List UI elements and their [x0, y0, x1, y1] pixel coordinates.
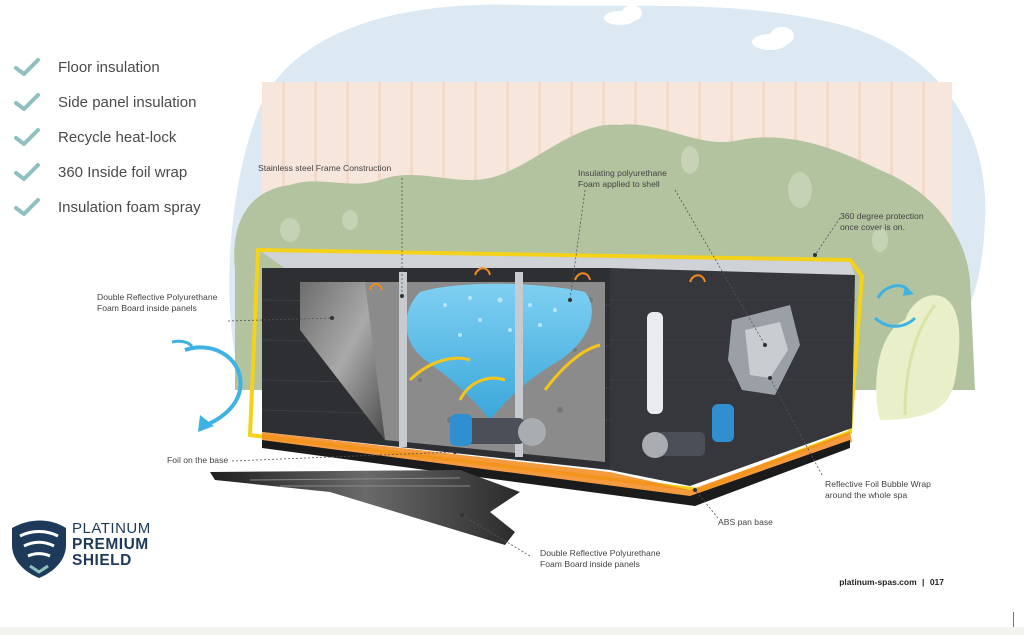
callout-line: Foam applied to shell [578, 179, 660, 189]
callout-line: Double Reflective Polyurethane [540, 548, 661, 558]
leader-foil-base [231, 451, 456, 462]
brand-line-2: PREMIUM [72, 536, 149, 553]
edge-divider [1013, 612, 1014, 629]
leader-board2 [461, 514, 531, 557]
bottom-bar [0, 627, 1024, 635]
check-icon [14, 128, 40, 146]
foil-base-sheet [210, 470, 520, 545]
callout-foam-board-2: Double Reflective Polyurethane Foam Boar… [540, 548, 660, 570]
footer-page-number: 017 [929, 577, 944, 587]
pump [450, 404, 734, 458]
feature-item: Recycle heat-lock [14, 127, 176, 147]
callout-foam-board: Double Reflective Polyurethane Foam Boar… [97, 292, 217, 314]
spa-water [406, 283, 592, 420]
brand-line-1: PLATINUM [72, 520, 151, 537]
leader-foam-spray [569, 189, 586, 301]
footer-site: platinum-spas.com [839, 577, 917, 587]
check-icon [14, 93, 40, 111]
callout-line: Foam Board inside panels [540, 559, 640, 569]
callout-line: Reflective Foil Bubble Wrap [825, 479, 931, 489]
callout-line: around the whole spa [825, 490, 908, 500]
check-icon [14, 198, 40, 216]
shield-logo [12, 520, 66, 578]
callout-frame: Stainless steel Frame Construction [258, 163, 392, 173]
brand-line-3: SHIELD [72, 552, 132, 569]
callout-line: Insulating polyurethane [578, 168, 667, 178]
callout-foil-base: Foil on the base [167, 455, 229, 465]
foam-board-inside [300, 282, 385, 440]
feature-item: 360 Inside foil wrap [14, 162, 187, 182]
leader-protection [814, 217, 841, 256]
leader-foam-spray-2 [674, 189, 766, 346]
feature-label: Floor insulation [58, 58, 160, 76]
callout-line: once cover is on. [840, 222, 905, 232]
callout-foam-spray: Insulating polyurethane Foam applied to … [578, 168, 667, 190]
hedge-spots [280, 146, 888, 252]
clouds [604, 5, 794, 50]
brand-wordmark: PLATINUM PREMIUM SHIELD [72, 521, 151, 569]
callout-line: Double Reflective Polyurethane [97, 292, 218, 302]
check-icon [14, 163, 40, 181]
feature-item: Floor insulation [14, 57, 160, 77]
footer-separator: | [922, 577, 925, 587]
check-icon [14, 58, 40, 76]
callout-line: Foam Board inside panels [97, 303, 197, 313]
left-motion-arrow [184, 345, 243, 427]
callout-line: 360 degree protection [840, 211, 924, 221]
callout-protection: 360 degree protection once cover is on. [840, 211, 924, 233]
page-footer: platinum-spas.com | 017 [839, 577, 944, 587]
callout-bubble-wrap: Reflective Foil Bubble Wrap around the w… [825, 479, 931, 501]
feature-label: Side panel insulation [58, 93, 197, 111]
feature-item: Insulation foam spray [14, 197, 201, 217]
feature-label: 360 Inside foil wrap [58, 163, 188, 181]
feature-label: Insulation foam spray [58, 198, 201, 216]
feature-label: Recycle heat-lock [58, 128, 177, 146]
feature-item: Side panel insulation [14, 92, 196, 112]
leader-board [227, 317, 333, 322]
callout-abs: ABS pan base [718, 517, 773, 527]
spa-base-trim [262, 432, 852, 500]
